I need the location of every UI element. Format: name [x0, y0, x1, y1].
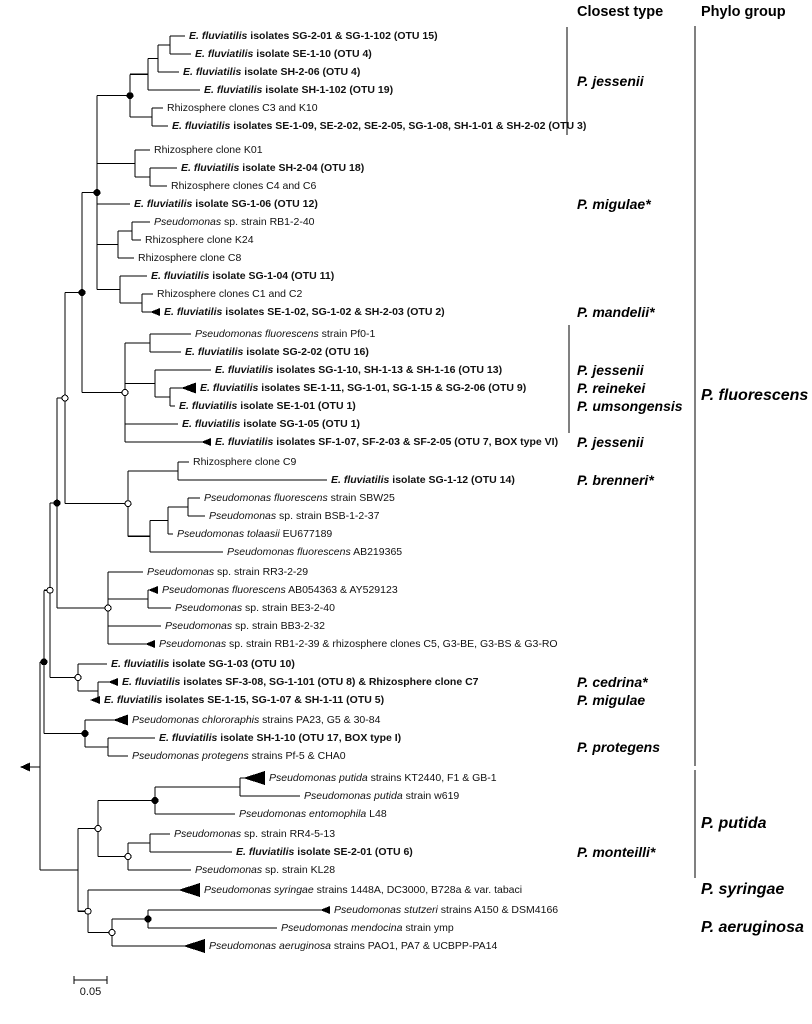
node-support-marker-filled [78, 289, 86, 297]
node-support-marker-open [104, 604, 112, 612]
root-arrow [20, 762, 30, 772]
collapsed-clade-triangle [243, 771, 265, 785]
node-support-marker-open [46, 586, 54, 594]
node-support-marker-filled [151, 797, 159, 804]
collapsed-clade-triangle [145, 640, 155, 648]
collapsed-clade-triangle [201, 438, 211, 446]
node-support-marker-open [124, 853, 132, 860]
scale-bar-label: 0.05 [79, 986, 102, 998]
collapsed-clade-triangle [178, 883, 200, 897]
node-support-marker-filled [93, 189, 101, 197]
node-support-marker-open [121, 389, 129, 396]
collapsed-clade-triangle [108, 678, 118, 686]
collapsed-clade-triangle [181, 382, 196, 394]
node-support-marker-filled [126, 92, 134, 100]
closest-type-column-header: Closest type [577, 4, 664, 20]
collapsed-clade-triangle [148, 586, 158, 594]
node-support-marker-filled [53, 499, 61, 507]
node-support-marker-filled [144, 915, 152, 923]
collapsed-clade-triangle [113, 714, 128, 726]
collapsed-clade-triangle [90, 696, 100, 704]
node-support-marker-open [74, 674, 82, 681]
node-support-marker-open [124, 500, 132, 508]
collapsed-clade-triangle [320, 906, 330, 914]
node-support-marker-filled [40, 658, 48, 666]
node-support-marker-open [94, 825, 102, 832]
collapsed-clade-triangle [183, 939, 205, 953]
node-support-marker-open [84, 907, 92, 915]
collapsed-clade-triangle [150, 308, 160, 316]
phylo-group-column-header: Phylo group [701, 4, 786, 20]
node-support-marker-open [108, 929, 116, 936]
node-support-marker-open [61, 394, 69, 402]
node-support-marker-filled [81, 730, 89, 737]
